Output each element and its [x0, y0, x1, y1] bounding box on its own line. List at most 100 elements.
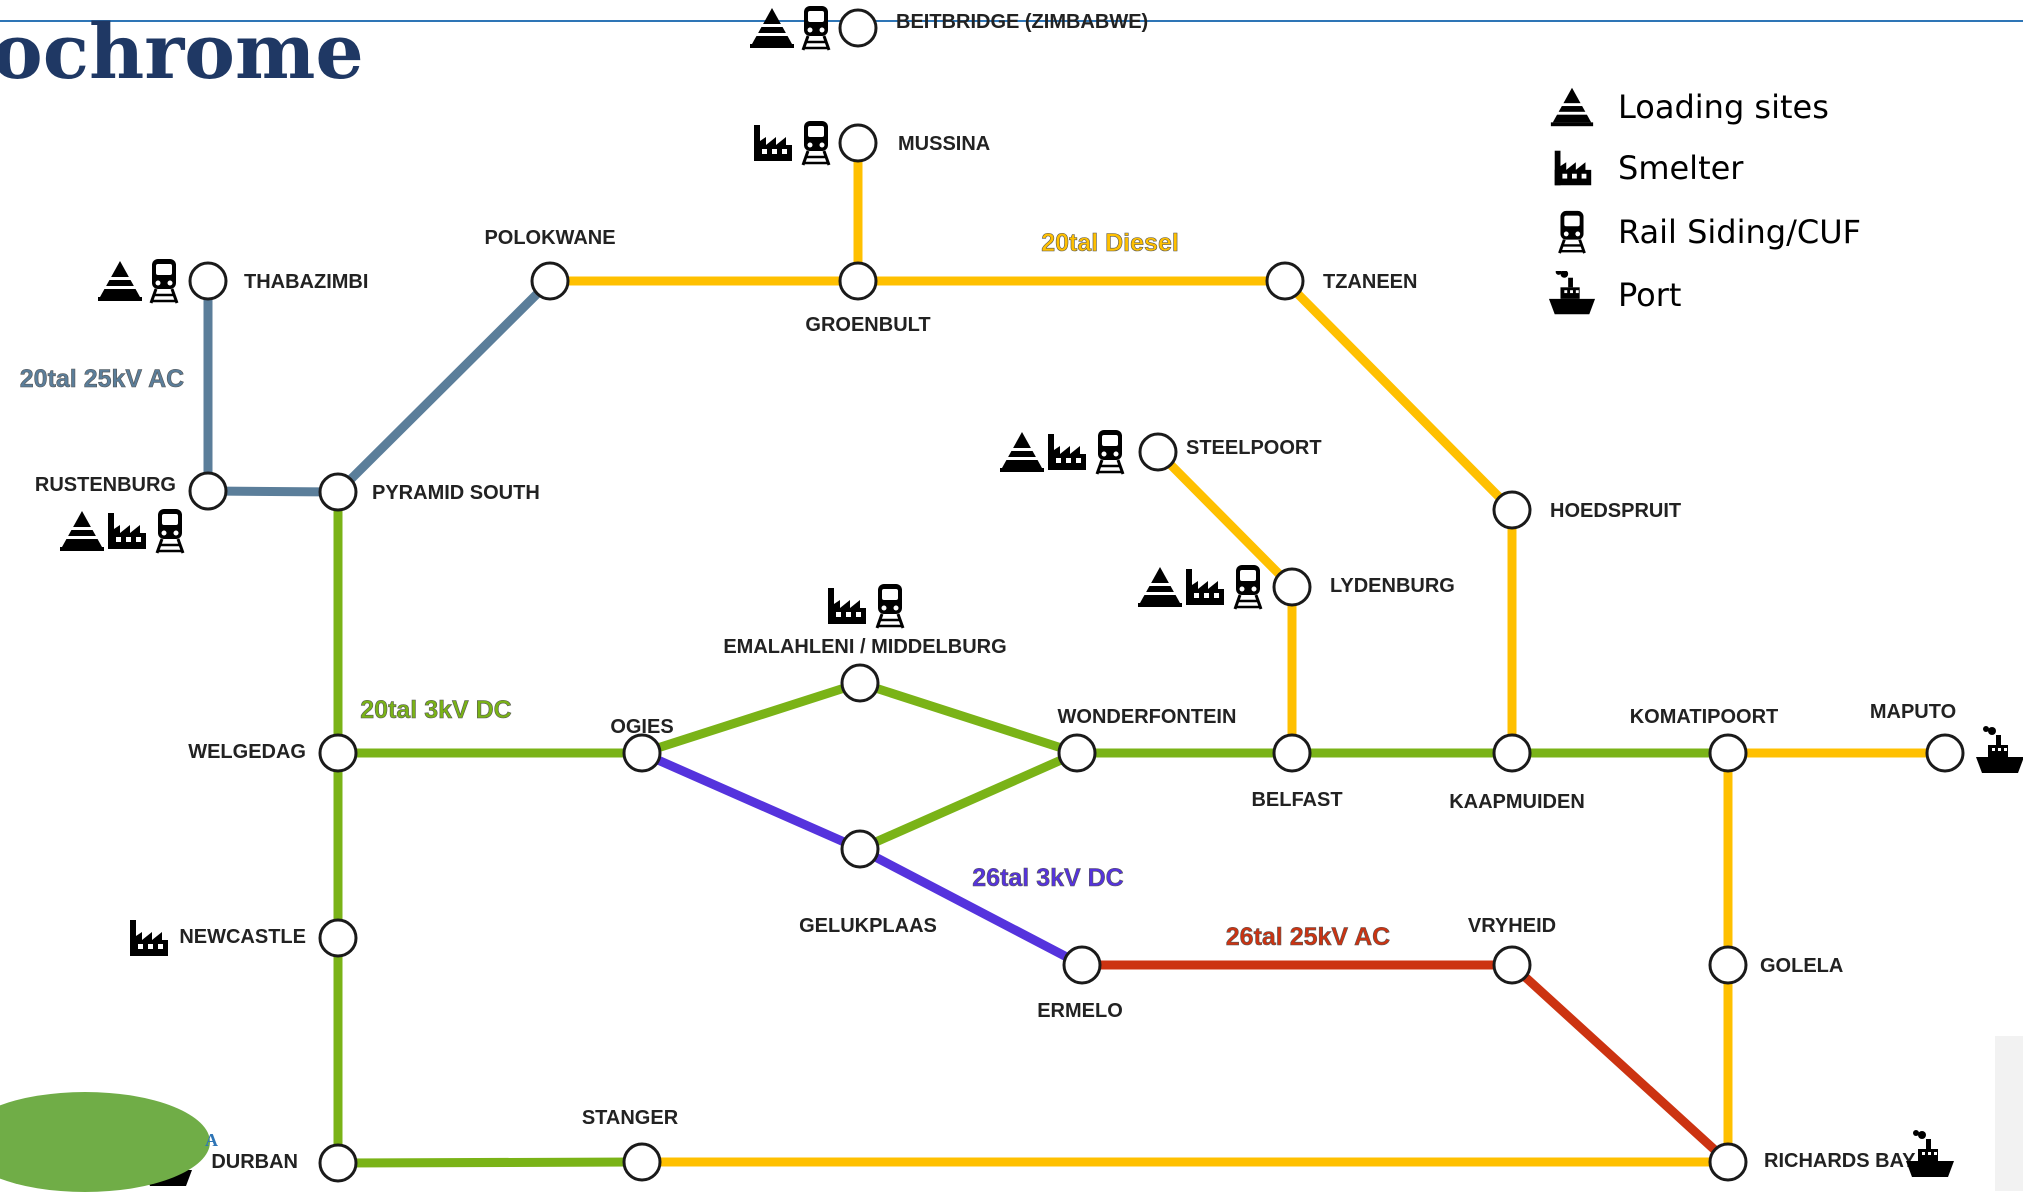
station-node-ogies: [622, 733, 662, 773]
rail-segment-20tal-3kv-dc: [855, 678, 1082, 758]
station-node-rustenburg: [188, 471, 228, 511]
station-label-polokwane: POLOKWANE: [484, 227, 615, 249]
rail-siding-icon: [1095, 428, 1125, 476]
line-label-20tal-3kv-dc: 20tal 3kV DC: [360, 696, 511, 724]
station-label-emalahleni-middelburg: EMALAHLENI / MIDDELBURG: [723, 636, 1006, 658]
station-label-groenbult: GROENBULT: [805, 314, 930, 336]
station-node-belfast: [1272, 733, 1312, 773]
rail-segment-20tal-3kv-dc: [637, 678, 865, 758]
rail-segment-26tal-3kv-dc: [637, 748, 865, 854]
corner-panel: [1995, 1036, 2023, 1191]
station-label-kaapmuiden: KAAPMUIDEN: [1449, 791, 1585, 813]
station-node-hoedspruit: [1492, 490, 1532, 530]
station-label-rustenburg: RUSTENBURG: [35, 474, 176, 496]
line-label-20tal-25kv-ac: 20tal 25kV AC: [20, 365, 184, 393]
station-node-steelpoort: [1138, 432, 1178, 472]
station-label-ogies: OGIES: [610, 716, 673, 738]
loading-site-icon: [98, 261, 142, 301]
smelter-icon: [754, 125, 792, 161]
legend-label: Rail Siding/CUF: [1618, 213, 1862, 251]
rail-siding-icon: [155, 507, 185, 555]
rail-siding-icon: [801, 4, 831, 52]
station-node-lydenburg: [1272, 567, 1312, 607]
loading-site-icon: [1550, 87, 1594, 127]
rail-siding-icon: [1558, 209, 1586, 255]
station-node-maputo: [1925, 733, 1965, 773]
station-label-beitbridge-zimbabwe: BEITBRIDGE (ZIMBABWE): [896, 11, 1148, 33]
station-label-komatipoort: KOMATIPOORT: [1630, 706, 1779, 728]
rail-siding-icon: [149, 257, 179, 305]
station-label-lydenburg: LYDENBURG: [1330, 575, 1455, 597]
port-icon: [1976, 726, 2023, 773]
rail-segment-26tal-25kv-ac: [1507, 960, 1733, 1167]
station-label-wonderfontein: WONDERFONTEIN: [1058, 706, 1237, 728]
station-label-vryheid: VRYHEID: [1468, 915, 1556, 937]
corner-decoration: [0, 1092, 210, 1192]
station-label-newcastle: NEWCASTLE: [179, 926, 306, 948]
station-node-ermelo: [1062, 945, 1102, 985]
rail-segment-20tal-25kv-ac: [333, 276, 555, 497]
station-label-steelpoort: STEELPOORT: [1186, 437, 1322, 459]
rail-segment-20tal-diesel: [1280, 276, 1517, 515]
rail-segment-20tal-3kv-dc: [333, 1157, 647, 1168]
station-node-stanger: [622, 1142, 662, 1182]
legend-label: Loading sites: [1618, 88, 1829, 126]
station-node-golela: [1708, 945, 1748, 985]
rail-segment-20tal-25kv-ac: [203, 486, 343, 497]
station-node-pyramid-south: [318, 472, 358, 512]
station-node-emalahleni-middelburg: [840, 663, 880, 703]
loading-site-icon: [60, 511, 104, 551]
smelter-icon: [828, 588, 866, 624]
legend-label: Port: [1618, 276, 1682, 314]
loading-site-icon: [750, 8, 794, 48]
station-node-durban: [318, 1143, 358, 1183]
smelter-icon: [130, 920, 168, 956]
rail-siding-icon: [875, 582, 905, 630]
smelter-icon: [1186, 569, 1224, 605]
station-node-tzaneen: [1265, 261, 1305, 301]
station-label-durban: DURBAN: [211, 1151, 298, 1173]
page-title: ochrome: [0, 7, 364, 96]
station-label-golela: GOLELA: [1760, 955, 1843, 977]
station-node-groenbult: [838, 261, 878, 301]
loading-site-icon: [1000, 432, 1044, 472]
station-label-thabazimbi: THABAZIMBI: [244, 271, 368, 293]
legend-label: Smelter: [1618, 149, 1744, 187]
station-label-welgedag: WELGEDAG: [188, 741, 306, 763]
header-rule: [0, 20, 2023, 22]
station-label-pyramid-south: PYRAMID SOUTH: [372, 482, 540, 504]
station-label-maputo: MAPUTO: [1870, 701, 1956, 723]
station-node-wonderfontein: [1057, 733, 1097, 773]
station-label-richards-bay: RICHARDS BAY: [1764, 1150, 1916, 1172]
station-label-stanger: STANGER: [582, 1107, 679, 1129]
rail-siding-icon: [1233, 563, 1263, 611]
station-node-polokwane: [530, 261, 570, 301]
station-node-newcastle: [318, 918, 358, 958]
station-label-hoedspruit: HOEDSPRUIT: [1550, 500, 1681, 522]
station-label-ermelo: ERMELO: [1037, 1000, 1123, 1022]
station-node-komatipoort: [1708, 733, 1748, 773]
line-label-26tal-3kv-dc: 26tal 3kV DC: [972, 864, 1123, 892]
station-node-beitbridge-zimbabwe: [838, 8, 878, 48]
station-node-gelukplaas: [840, 829, 880, 869]
legend-item: Loading sites: [1548, 82, 1829, 132]
rail-segment-20tal-3kv-dc: [855, 748, 1082, 854]
station-node-welgedag: [318, 733, 358, 773]
rail-segment-20tal-diesel: [1153, 447, 1297, 592]
rail-segment-26tal-3kv-dc: [855, 844, 1087, 970]
station-label-belfast: BELFAST: [1251, 789, 1342, 811]
legend-item: Smelter: [1548, 143, 1743, 193]
smelter-icon: [1554, 150, 1592, 186]
loading-site-icon: [1138, 567, 1182, 607]
station-label-mussina: MUSSINA: [898, 133, 990, 155]
station-node-kaapmuiden: [1492, 733, 1532, 773]
line-label-20tal-diesel: 20tal Diesel: [1041, 229, 1179, 257]
line-label-26tal-25kv-ac: 26tal 25kV AC: [1226, 923, 1390, 951]
smelter-icon: [1048, 434, 1086, 470]
station-node-mussina: [838, 123, 878, 163]
smelter-icon: [108, 513, 146, 549]
station-node-vryheid: [1492, 945, 1532, 985]
station-node-richards-bay: [1708, 1142, 1748, 1182]
port-icon: [1548, 271, 1596, 315]
